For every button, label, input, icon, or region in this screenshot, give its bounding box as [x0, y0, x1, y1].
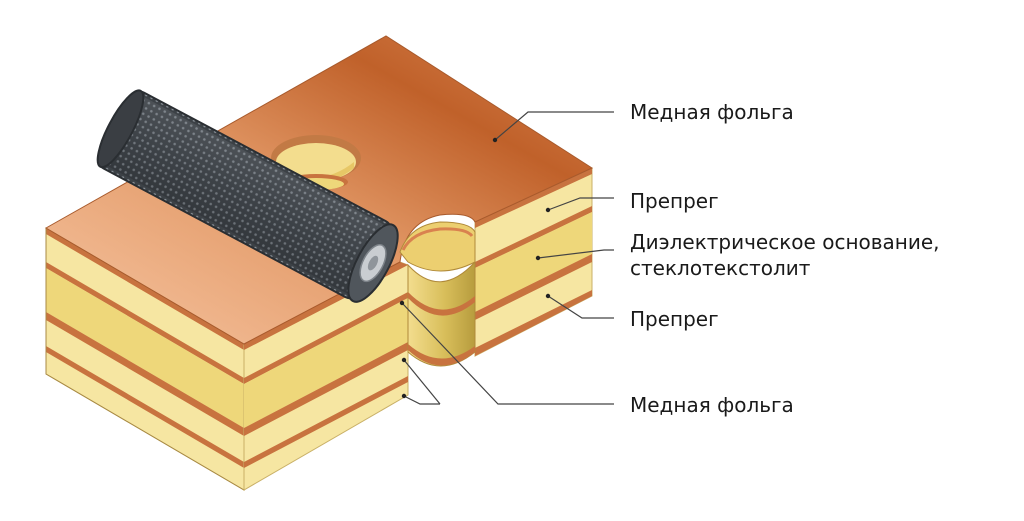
label-copper-foil-inner: Медная фольга [630, 393, 794, 417]
label-prepreg-bottom: Препрег [630, 307, 719, 331]
leader-copper-inner-3 [403, 395, 440, 405]
leader-lines [401, 111, 614, 405]
leader-copper-inner-2 [403, 359, 441, 405]
left-front-face [45, 227, 245, 491]
edge-plated-hole [407, 260, 476, 367]
mid-front-face [243, 261, 409, 491]
label-copper-foil-top: Медная фольга [630, 100, 794, 124]
label-dielectric-line1: Диэлектрическое основание, [630, 230, 940, 254]
leader-dielectric [537, 249, 614, 259]
leader-prepreg-bottom [547, 295, 614, 319]
leader-copper-top [494, 111, 614, 141]
leader-copper-inner-1 [401, 302, 614, 405]
bristle-roller-icon [96, 89, 399, 303]
right-front-face [474, 167, 593, 357]
label-prepreg-top: Препрег [630, 189, 719, 213]
label-dielectric-line2: стеклотекстолит [630, 256, 811, 280]
leader-dots [399, 137, 551, 399]
leader-prepreg-top [547, 197, 614, 211]
